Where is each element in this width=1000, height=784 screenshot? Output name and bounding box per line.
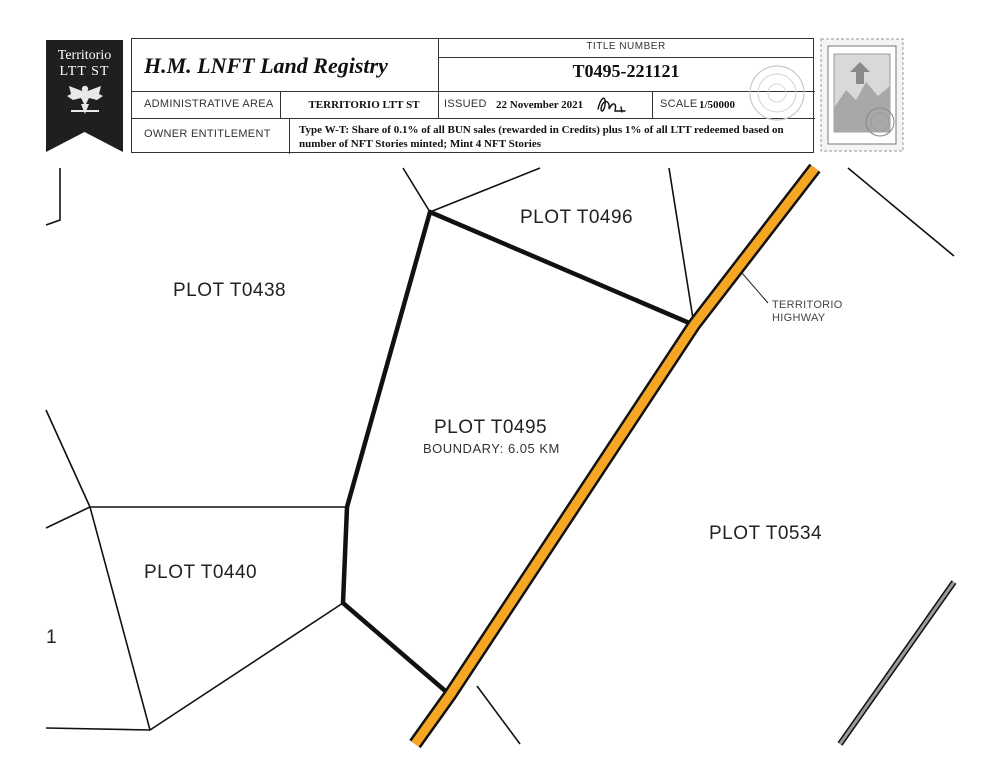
owner-entitlement-value: Type W-T: Share of 0.1% of all BUN sales… bbox=[299, 124, 784, 150]
admin-area-label: ADMINISTRATIVE AREA bbox=[144, 98, 274, 110]
scale-value: 1/50000 bbox=[699, 99, 736, 111]
postage-stamp-icon bbox=[820, 38, 904, 152]
road-label-leader bbox=[741, 272, 769, 304]
plot-boundary-line bbox=[45, 409, 91, 508]
plot-label-partial: 1 bbox=[46, 627, 58, 648]
banner-name: Territorio bbox=[57, 48, 112, 63]
registry-title: H.M. LNFT Land Registry bbox=[144, 53, 388, 78]
plot-boundary-line bbox=[847, 167, 955, 257]
road-label-line1: TERRITORIO bbox=[772, 299, 843, 311]
scale-label: SCALE bbox=[660, 98, 698, 110]
eagle-emblem-icon bbox=[67, 85, 103, 114]
road-label-line2: HIGHWAY bbox=[772, 312, 826, 324]
plot-boundary-line bbox=[45, 168, 61, 226]
plot-boundary-line bbox=[476, 685, 521, 745]
signature-icon bbox=[597, 97, 626, 113]
plot-label-t0440: PLOT T0440 bbox=[144, 562, 258, 583]
title-header: H.M. LNFT Land Registry TITLE NUMBER T04… bbox=[131, 38, 815, 154]
admin-area-value: TERRITORIO LTT ST bbox=[308, 99, 420, 111]
plot-label-t0438: PLOT T0438 bbox=[173, 280, 287, 301]
plot-boundary-line bbox=[402, 167, 541, 213]
plot-label-t0534: PLOT T0534 bbox=[709, 523, 823, 544]
plot-boundary-line bbox=[45, 727, 151, 731]
banner-sub: LTT ST bbox=[59, 64, 110, 79]
plot-boundary-line bbox=[668, 167, 695, 326]
owner-entitlement-label: OWNER ENTITLEMENT bbox=[144, 128, 271, 140]
plot-label-t0496: PLOT T0496 bbox=[520, 207, 634, 228]
issued-date: 22 November 2021 bbox=[496, 99, 584, 111]
plot-t0495-boundary bbox=[340, 209, 697, 698]
territory-banner: Territorio LTT ST bbox=[46, 40, 123, 152]
road-label: TERRITORIO HIGHWAY bbox=[772, 299, 843, 325]
plot-boundary-line bbox=[89, 506, 344, 732]
plot-label-t0495: PLOT T0495 bbox=[434, 417, 548, 438]
plot-boundary-line bbox=[45, 506, 91, 529]
registry-seal-icon bbox=[749, 65, 805, 121]
title-number-label: TITLE NUMBER bbox=[586, 41, 666, 52]
issued-label: ISSUED bbox=[444, 98, 487, 110]
plot-boundary-length: BOUNDARY: 6.05 KM bbox=[423, 441, 560, 456]
title-number: T0495-221121 bbox=[572, 61, 680, 81]
